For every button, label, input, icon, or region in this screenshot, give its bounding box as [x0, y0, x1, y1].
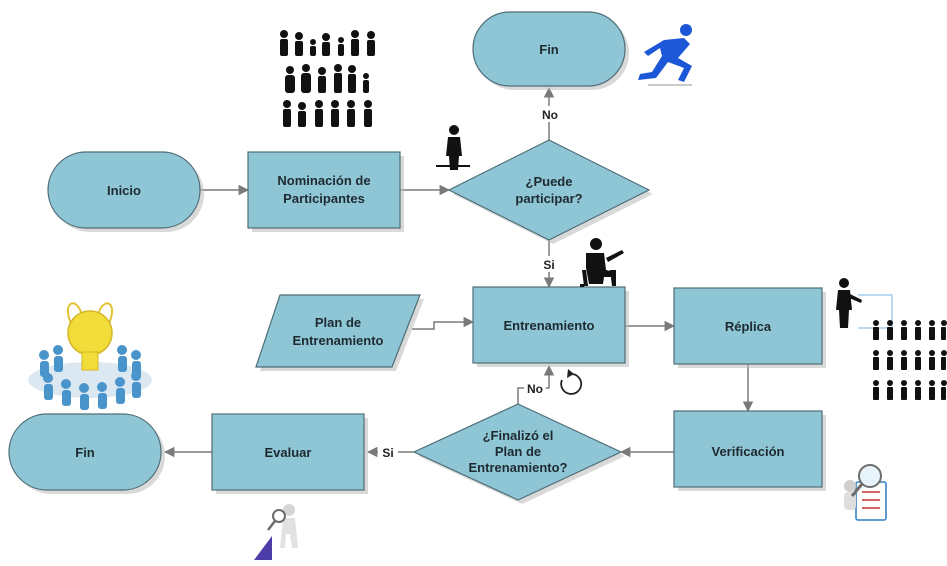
node-finalizo-label-3: Entrenamiento? — [469, 460, 568, 475]
node-puede-label-1: ¿Puede — [526, 174, 573, 189]
node-replica: Réplica — [673, 287, 826, 368]
node-puede-participar: ¿Puede participar? — [447, 139, 653, 244]
node-puede-label-2: participar? — [515, 191, 582, 206]
node-plan-label-1: Plan de — [315, 315, 361, 330]
presenter-group-icon — [836, 278, 947, 400]
node-inicio: Inicio — [47, 151, 204, 232]
node-finalizo-label-1: ¿Finalizó el — [483, 428, 554, 443]
node-finalizo-label-2: Plan de — [495, 444, 541, 459]
node-fin-bottom: Fin — [8, 413, 165, 494]
node-entrenamiento: Entrenamiento — [472, 286, 629, 367]
node-entrenamiento-label: Entrenamiento — [503, 318, 594, 333]
people-group-icon — [280, 30, 375, 127]
node-verificacion-label: Verificación — [712, 444, 785, 459]
edge-label-si-left: Si — [382, 446, 393, 460]
edge-label-no-loop: No — [527, 382, 543, 396]
edge-label-no-top: No — [542, 108, 558, 122]
node-inicio-label: Inicio — [107, 183, 141, 198]
node-evaluar-label: Evaluar — [265, 445, 312, 460]
node-nominacion-label-1: Nominación de — [277, 173, 370, 188]
node-replica-label: Réplica — [725, 319, 772, 334]
magnifier-checklist-icon — [844, 464, 887, 521]
node-nominacion: Nominación de Participantes — [247, 151, 404, 232]
teamwork-bulb-icon — [28, 302, 152, 410]
node-evaluar: Evaluar — [211, 413, 368, 494]
node-plan-entrenamiento: Plan de Entrenamiento — [255, 294, 424, 371]
node-finalizo: ¿Finalizó el Plan de Entrenamiento? — [412, 403, 625, 504]
magnifier-chart-icon — [254, 504, 298, 560]
node-fin-bottom-label: Fin — [75, 445, 95, 460]
refresh-icon — [560, 369, 583, 395]
edge-label-si-down: Si — [543, 258, 554, 272]
node-plan-label-2: Entrenamiento — [292, 333, 383, 348]
node-fin-top: Fin — [472, 11, 629, 90]
node-nominacion-label-2: Participantes — [283, 191, 365, 206]
standing-person-icon — [436, 125, 470, 170]
student-writing-icon — [580, 238, 624, 287]
runner-icon — [638, 24, 692, 86]
edge-plan-entrenamiento — [412, 316, 475, 330]
node-fin-top-label: Fin — [539, 42, 559, 57]
node-verificacion: Verificación — [673, 410, 826, 491]
